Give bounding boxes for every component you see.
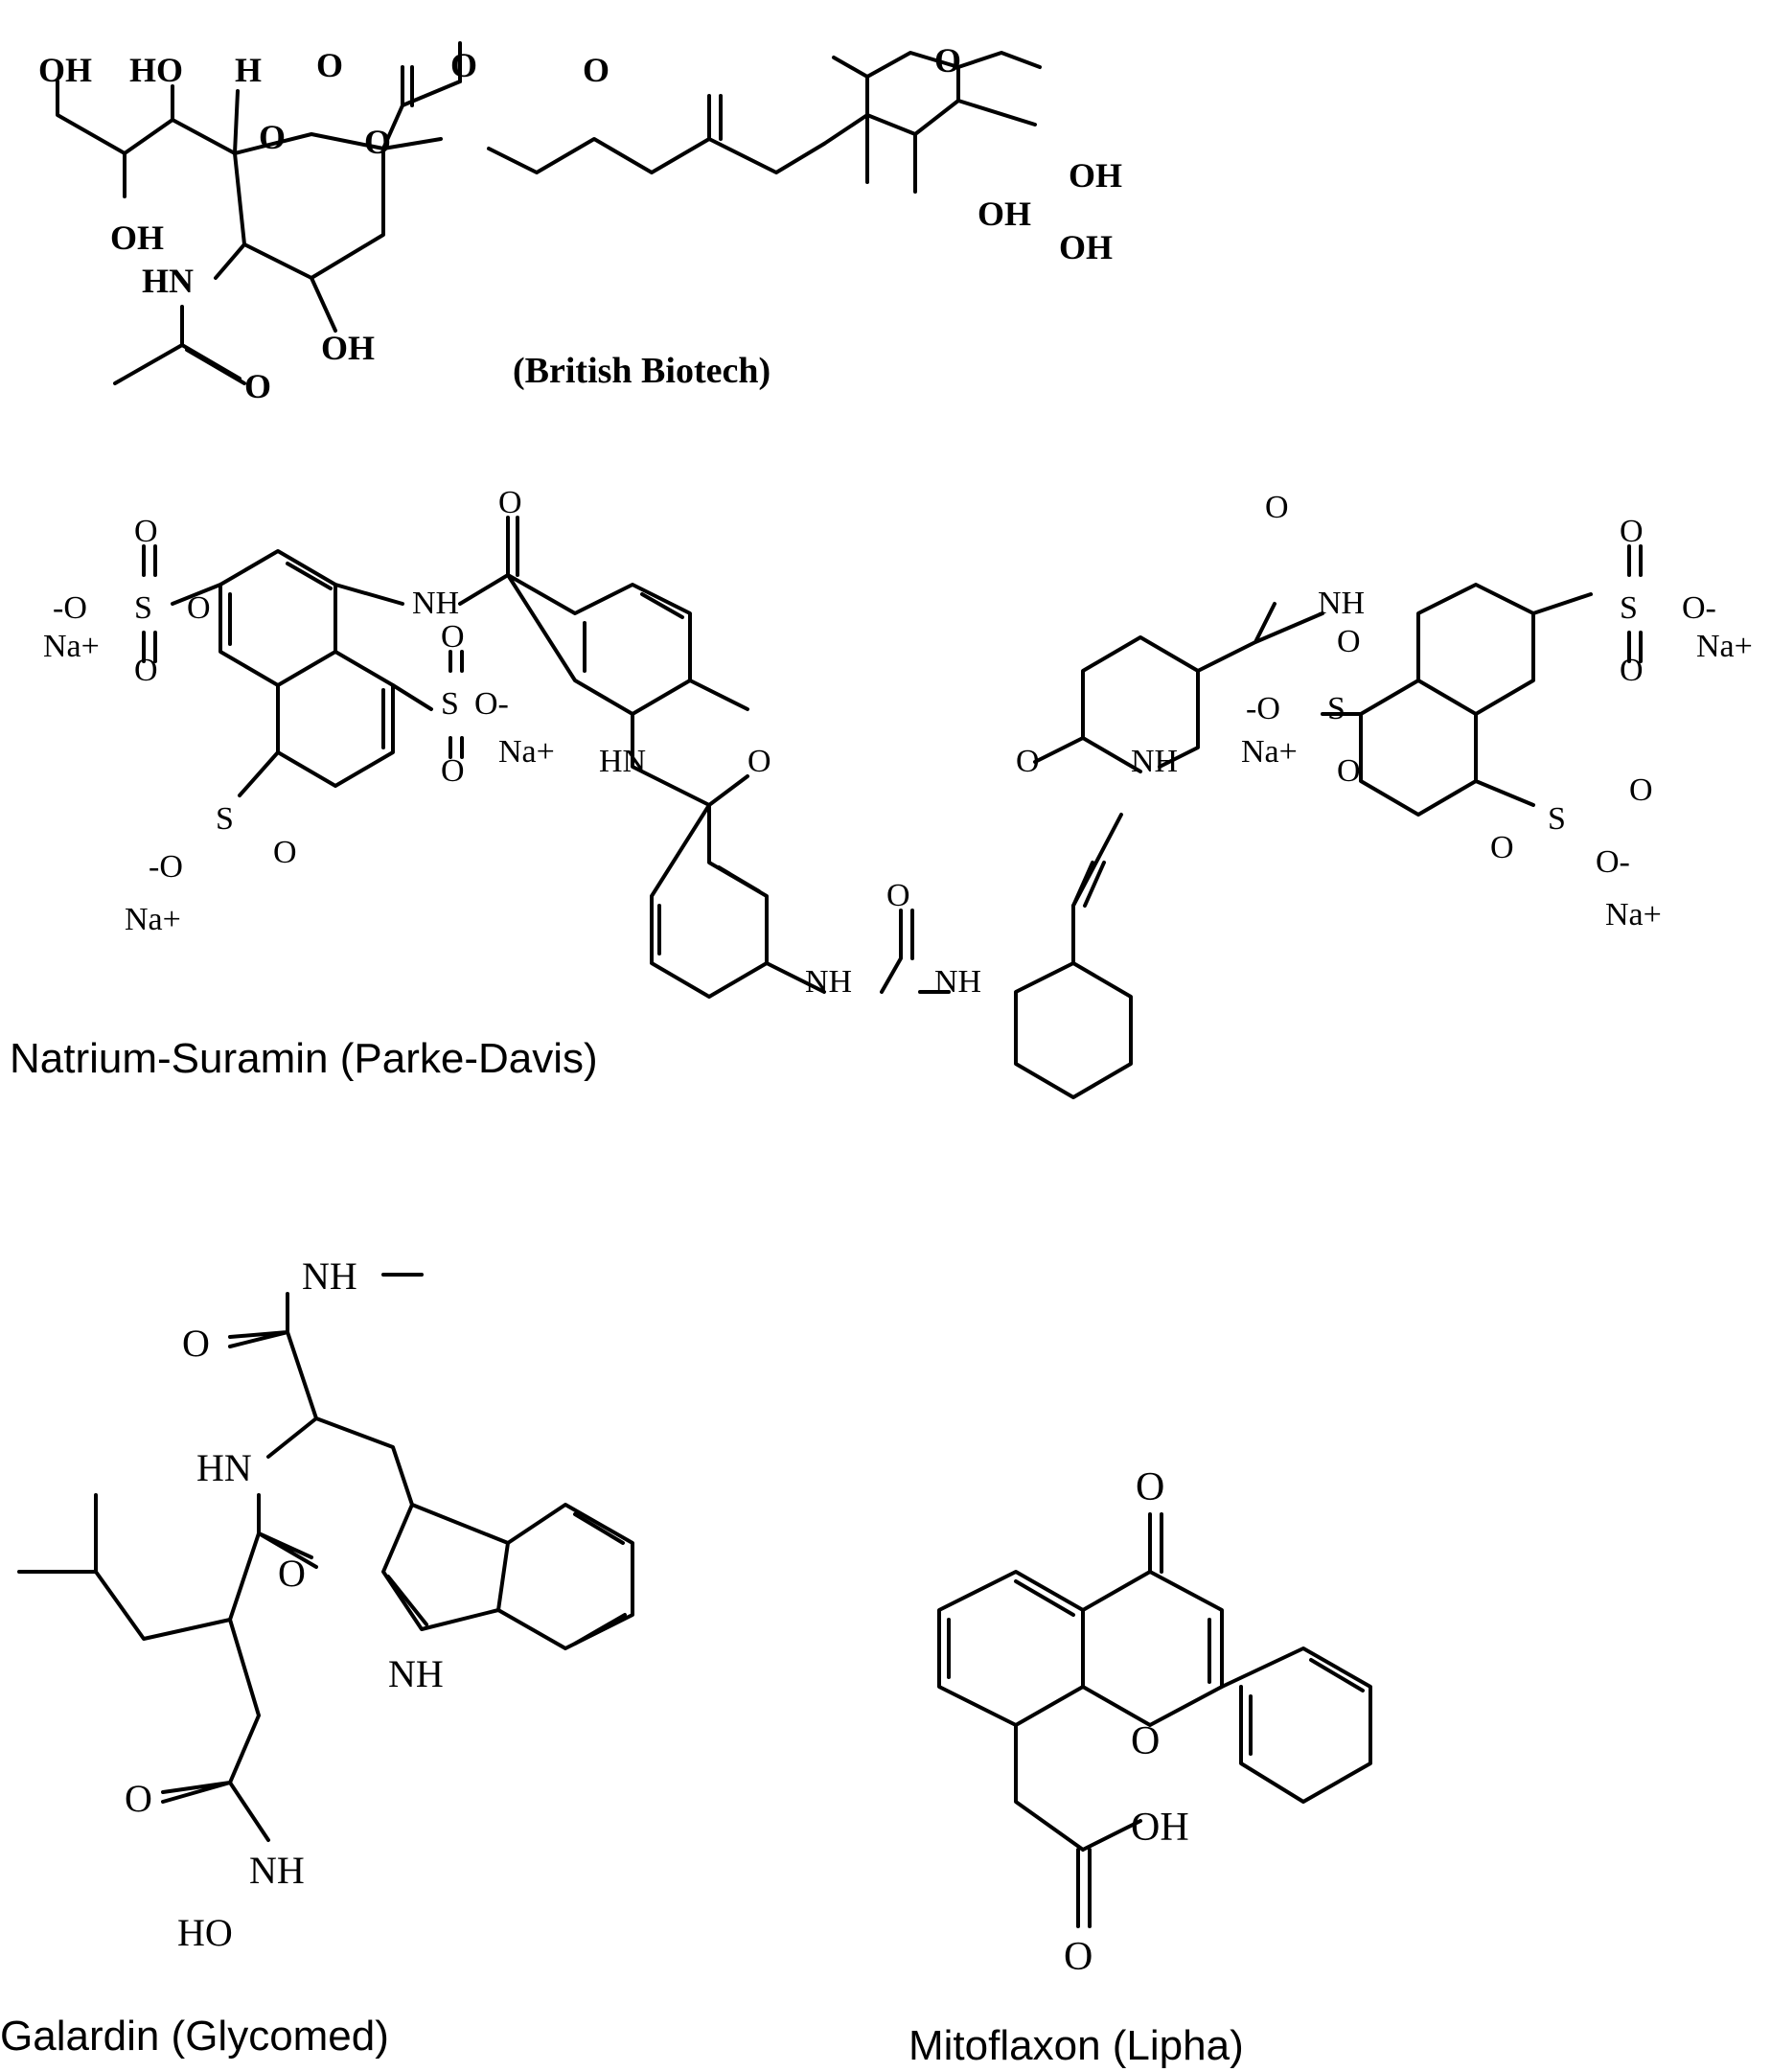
atom-label: Na+	[125, 902, 181, 937]
atom-label: -O	[1246, 691, 1280, 726]
atom-label: OH	[978, 195, 1031, 233]
atom-label: NH	[1318, 586, 1365, 621]
atom-label: H	[235, 51, 262, 89]
atom-label: Na+	[1696, 629, 1753, 664]
caption-mitoflaxon: Mitoflaxon (Lipha)	[908, 2022, 1244, 2070]
atom-label: HN	[196, 1446, 252, 1489]
atom-label: Na+	[1241, 734, 1298, 770]
atom-label: O	[1136, 1465, 1164, 1509]
atom-label: NH	[388, 1652, 444, 1695]
atom-label: O	[1131, 1719, 1160, 1763]
atom-label: O	[1064, 1935, 1092, 1979]
molecule-suramin	[144, 518, 1641, 1097]
atom-label: O-	[474, 686, 509, 722]
atom-label: OH	[321, 329, 375, 367]
atom-label: O	[1337, 624, 1361, 659]
atom-label: Na+	[43, 629, 100, 664]
atom-label: O	[1620, 653, 1644, 688]
atom-label: S	[216, 801, 234, 837]
atom-label: OH	[110, 219, 164, 257]
atom-label: S	[134, 590, 152, 626]
atom-label: HO	[177, 1911, 233, 1954]
atom-label: O	[441, 619, 465, 655]
atom-label: NH	[934, 964, 981, 1000]
atom-label: Na+	[498, 734, 555, 770]
molecule-galardin	[19, 1275, 632, 1840]
atom-label: OH	[1059, 228, 1113, 266]
atom-label: O-	[1682, 590, 1716, 626]
atom-label: O	[1490, 830, 1514, 865]
atom-label: HO	[129, 51, 183, 89]
atom-label: O-	[1596, 844, 1630, 880]
galardin-labels: NH O HN O NH O NH HO	[125, 1255, 444, 1954]
atom-label: O	[583, 51, 610, 89]
atom-label: S	[1548, 801, 1566, 837]
atom-label: OH	[1131, 1806, 1189, 1850]
mitoflaxon-labels: O O OH O	[1064, 1465, 1189, 1979]
atom-label: -O	[149, 849, 183, 885]
atom-label: NH	[249, 1849, 305, 1892]
atom-label: O	[1620, 514, 1644, 549]
atom-label: O	[441, 753, 465, 789]
atom-label: NH	[302, 1255, 357, 1298]
atom-label: HN	[142, 262, 194, 300]
caption-british-biotech: (British Biotech)	[513, 350, 770, 392]
atom-label: O	[1337, 753, 1361, 789]
atom-label: HN	[599, 744, 646, 779]
atom-label: O	[450, 46, 477, 84]
atom-label: O	[134, 514, 158, 549]
atom-label: O	[187, 590, 211, 626]
atom-label: NH	[412, 586, 459, 621]
atom-label: OH	[38, 51, 92, 89]
atom-label: O	[1016, 744, 1040, 779]
atom-label: OH	[1069, 156, 1122, 195]
atom-label: O	[278, 1552, 306, 1595]
atom-label: O	[259, 118, 286, 156]
atom-label: S	[1327, 691, 1346, 726]
molecule-british-biotech-skeleton	[58, 43, 1040, 383]
atom-label: O	[1265, 490, 1289, 525]
atom-label: O	[125, 1777, 152, 1820]
atom-label: S	[441, 686, 459, 722]
atom-label: O	[134, 653, 158, 688]
atom-label: O	[748, 744, 771, 779]
atom-label: O	[886, 878, 910, 913]
atom-label: NH	[1131, 744, 1178, 779]
caption-suramin: Natrium-Suramin (Parke-Davis)	[10, 1035, 598, 1083]
atom-label: -O	[53, 590, 87, 626]
molecule-british-biotech: OH HO H O O O O O O OH OH OH OH OH HN OH…	[38, 0, 1122, 405]
atom-label: O	[182, 1322, 210, 1365]
atom-label: O	[498, 485, 522, 520]
caption-galardin: Galardin (Glycomed)	[0, 2013, 389, 2060]
atom-label: Na+	[1605, 897, 1662, 932]
atom-label: O	[244, 367, 271, 405]
atom-label: NH	[805, 964, 852, 1000]
atom-label: O	[316, 46, 343, 84]
atom-label: O	[1629, 772, 1653, 808]
atom-label: S	[1620, 590, 1638, 626]
atom-label: O	[273, 835, 297, 870]
